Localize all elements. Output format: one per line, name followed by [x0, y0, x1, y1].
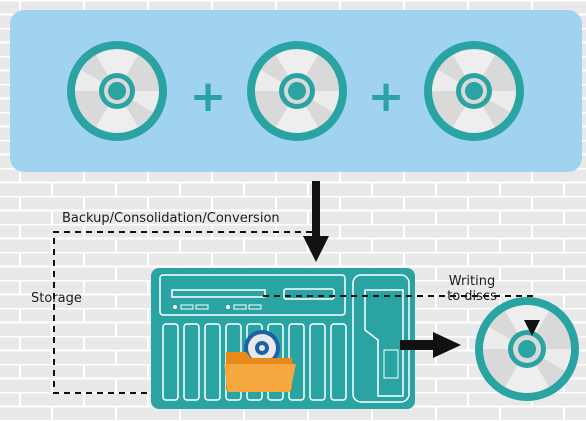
writing-label-line1: Writing [448, 274, 496, 289]
dashed-arrow [53, 231, 312, 394]
arrow-right-icon [400, 332, 461, 358]
writing-label-line2: to discs [447, 289, 497, 304]
cd-disc-icon [67, 41, 167, 141]
cd-disc-icon [244, 330, 280, 366]
cd-disc-icon [247, 41, 347, 141]
cd-disc-icon [475, 297, 579, 401]
writing-label: Writing to discs [442, 274, 502, 304]
storage-label: Storage [31, 291, 82, 306]
folder-icon [224, 352, 296, 392]
plus-icon: + [368, 71, 405, 122]
arrow-down-icon [303, 181, 329, 262]
plus-icon: + [190, 71, 227, 122]
cd-disc-icon [424, 41, 524, 141]
backup-label: Backup/Consolidation/Conversion [62, 211, 280, 226]
dashed-arrow-head [524, 320, 540, 336]
